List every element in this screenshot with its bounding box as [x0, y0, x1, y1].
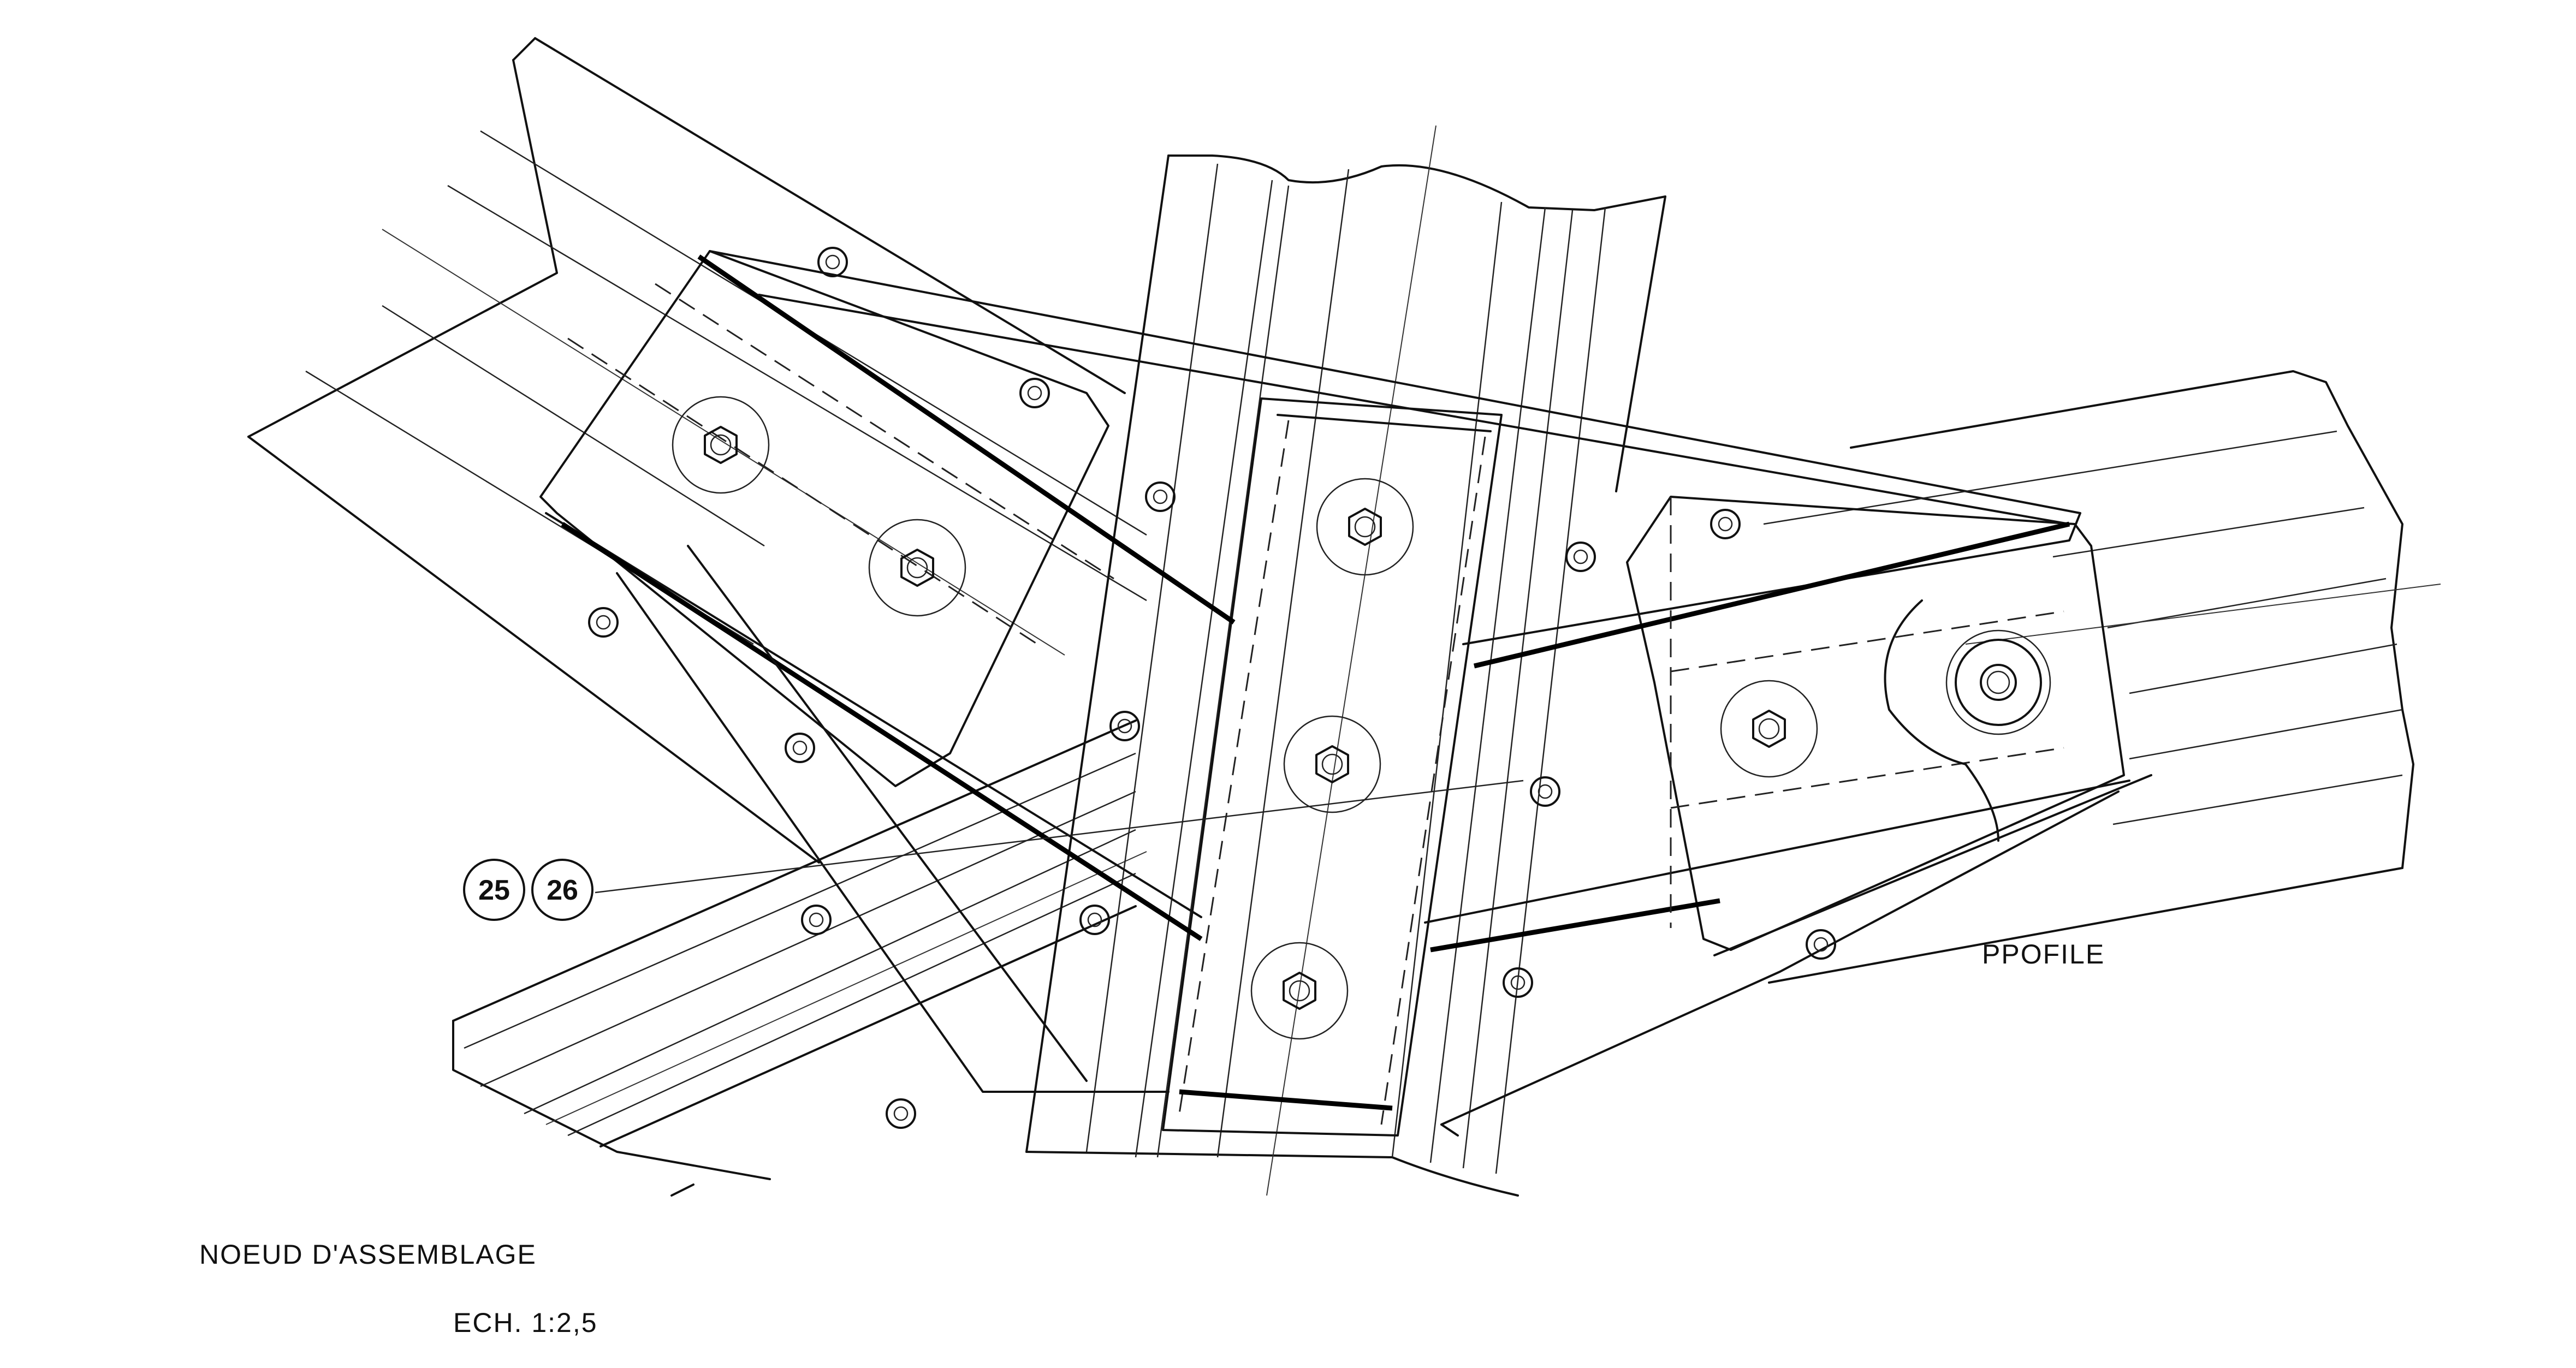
large-bolts: [672, 396, 2051, 1040]
part-callout: 25 26: [463, 780, 1524, 921]
profile-label: PPOFILE: [1982, 939, 2105, 970]
rivet-icon: [1565, 542, 1596, 572]
vertical-column: [1025, 125, 1666, 1197]
bolt-icon: [868, 519, 966, 617]
rivet-icon: [1079, 905, 1110, 935]
rivet-icon: [1109, 711, 1140, 741]
rivet-icon: [785, 733, 815, 763]
rivet-icon: [588, 607, 619, 638]
right-gusset-plate: [1424, 496, 2152, 1137]
drawing-title: NOEUD D'ASSEMBLAGE: [199, 1239, 537, 1270]
rivet-icon: [1806, 929, 1836, 960]
bolt-icon: [672, 396, 770, 494]
rivet-icon: [1503, 967, 1533, 998]
pin-icon: [1945, 629, 2051, 735]
callout-circle-25: [463, 859, 525, 921]
callout-circle-26: [531, 859, 593, 921]
callout-25: 25: [478, 875, 510, 906]
rivet-icon: [886, 1098, 916, 1129]
rivet-icon: [801, 905, 832, 935]
upper-brace-plate: [616, 250, 2081, 1093]
drawing-scale: ECH. 1:2,5: [453, 1307, 598, 1338]
rivet-icon: [1530, 776, 1560, 807]
lower-left-member: [452, 719, 1147, 1197]
small-rivets: [588, 247, 1836, 1129]
left-gusset-plate: [539, 250, 1236, 941]
bolt-icon: [1250, 942, 1349, 1040]
rivet-icon: [1145, 481, 1176, 512]
bolt-icon: [1316, 478, 1414, 576]
bolt-icon: [1283, 715, 1381, 813]
callout-26: 26: [547, 875, 578, 906]
bolt-icon: [1720, 680, 1818, 778]
rivet-icon: [817, 247, 848, 277]
upper-left-member: [247, 37, 1147, 864]
central-gusset-plate: [1162, 397, 1503, 1137]
rivet-icon: [1710, 509, 1741, 539]
rivet-icon: [1019, 378, 1050, 408]
